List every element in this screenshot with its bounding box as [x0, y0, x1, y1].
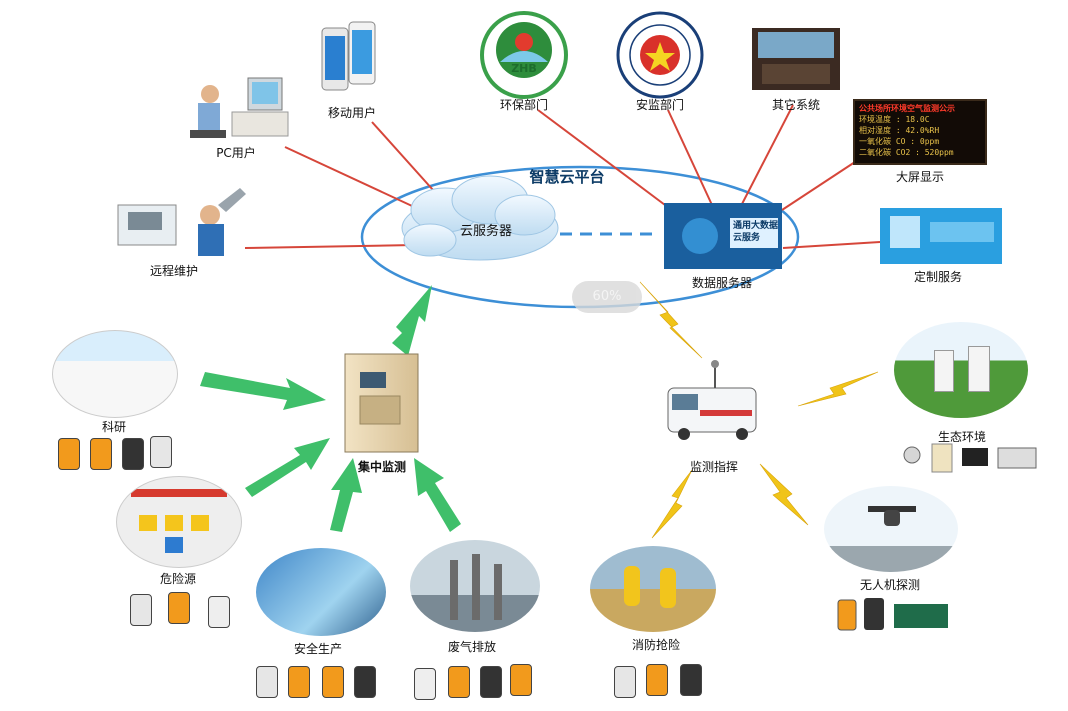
hazard-device [130, 594, 152, 626]
env-logo [480, 11, 568, 99]
mobile-phone-illustration [321, 21, 376, 91]
line-big-screen [781, 159, 859, 211]
fire-rescue-label: 消防抢险 [631, 638, 681, 652]
drone-devices [837, 598, 948, 631]
line-mobile-user [371, 121, 443, 201]
research-label: 科研 [101, 420, 127, 434]
hazard-device [168, 592, 190, 624]
bolt-fire [651, 469, 693, 539]
led-row: 相对湿度 : 42.0%RH [859, 126, 940, 135]
remote-maint-label: 远程维护 [149, 264, 199, 278]
data-server-screen [664, 203, 782, 269]
other-system-label: 其它系统 [771, 98, 821, 112]
safety-prod-device [354, 666, 376, 698]
led-row: 一氧化碳 CO : 0ppm [859, 137, 940, 146]
bolt-ecology [797, 371, 879, 407]
led-row: 二氧化碳 CO2 : 520ppm [859, 148, 954, 157]
hazard-device [208, 596, 230, 628]
safety-prod-photo [256, 548, 386, 636]
pc-user-illustration [190, 77, 289, 138]
pc-user-label: PC用户 [216, 146, 256, 160]
exhaust-device [480, 666, 502, 698]
exhaust-device [414, 668, 436, 700]
led-header: 公共场所环境空气监测公示 [859, 104, 955, 113]
research-photo [52, 330, 178, 418]
env-dept-label: 环保部门 [499, 98, 549, 112]
led-row: 环境温度 : 18.0C [859, 115, 930, 124]
research-device [150, 436, 172, 468]
ecology-photo [894, 322, 1028, 418]
hazard-label: 危险源 [159, 572, 197, 586]
exhaust-label: 废气排放 [447, 640, 497, 654]
data-server-screen-text: 通用大数据 云服务 [733, 221, 779, 243]
line-env-dept [537, 109, 666, 206]
safety-seal [616, 11, 704, 99]
arrow-monitor-to-cloud [392, 285, 432, 356]
arrow-research [200, 372, 326, 410]
drone-photo [824, 486, 958, 572]
central-cabinet [344, 353, 419, 453]
hazard-photo [116, 476, 242, 568]
arrow-exhaust [414, 458, 461, 532]
led-display-board: 公共场所环境空气监测公示 环境温度 : 18.0C 相对湿度 : 42.0%RH… [853, 99, 987, 165]
cloud-server-label: 云服务器 [459, 224, 513, 239]
research-device [58, 438, 80, 470]
line-safety-dept [667, 109, 713, 206]
research-device [122, 438, 144, 470]
safety-dept-label: 安监部门 [635, 98, 685, 112]
drone-label: 无人机探测 [859, 578, 921, 592]
safety-prod-label: 安全生产 [293, 642, 343, 656]
bolt-data-server [639, 281, 703, 359]
arrow-safety-prod [330, 458, 362, 532]
fire-device [680, 664, 702, 696]
safety-prod-device [322, 666, 344, 698]
big-screen-label: 大屏显示 [895, 170, 945, 184]
data-server-label: 数据服务器 [691, 276, 753, 290]
zoom-level-badge[interactable]: 60% [572, 281, 642, 313]
exhaust-device [510, 664, 532, 696]
research-device [90, 438, 112, 470]
red-connection-lines [244, 104, 881, 249]
line-remote-maint [244, 244, 416, 249]
custom-service-screen [880, 208, 1002, 264]
custom-service-label: 定制服务 [913, 270, 963, 284]
exhaust-photo [410, 540, 540, 632]
center-monitor-label: 集中监测 [357, 460, 407, 474]
line-other-system [741, 104, 794, 205]
ecology-label: 生态环境 [937, 430, 987, 444]
exhaust-device [448, 666, 470, 698]
cloud-shape [401, 175, 559, 261]
command-van [667, 360, 757, 440]
mobile-user-label: 移动用户 [327, 106, 377, 120]
line-custom-service [782, 241, 881, 249]
bolt-drone [759, 463, 809, 526]
ecology-devices [903, 443, 1037, 473]
fire-device [614, 666, 636, 698]
safety-prod-device [288, 666, 310, 698]
other-system-photo [752, 28, 840, 90]
line-pc-user [284, 146, 426, 213]
fire-device [646, 664, 668, 696]
green-arrows [200, 285, 461, 532]
remote-maint-illustration [117, 188, 246, 256]
arrow-hazard [245, 438, 330, 497]
env-logo-text: ZHB [511, 62, 537, 75]
platform-title: 智慧云平台 [529, 168, 605, 186]
safety-prod-device [256, 666, 278, 698]
fire-photo [590, 546, 716, 632]
lightning-bolts [639, 281, 879, 539]
command-label: 监测指挥 [689, 460, 739, 474]
